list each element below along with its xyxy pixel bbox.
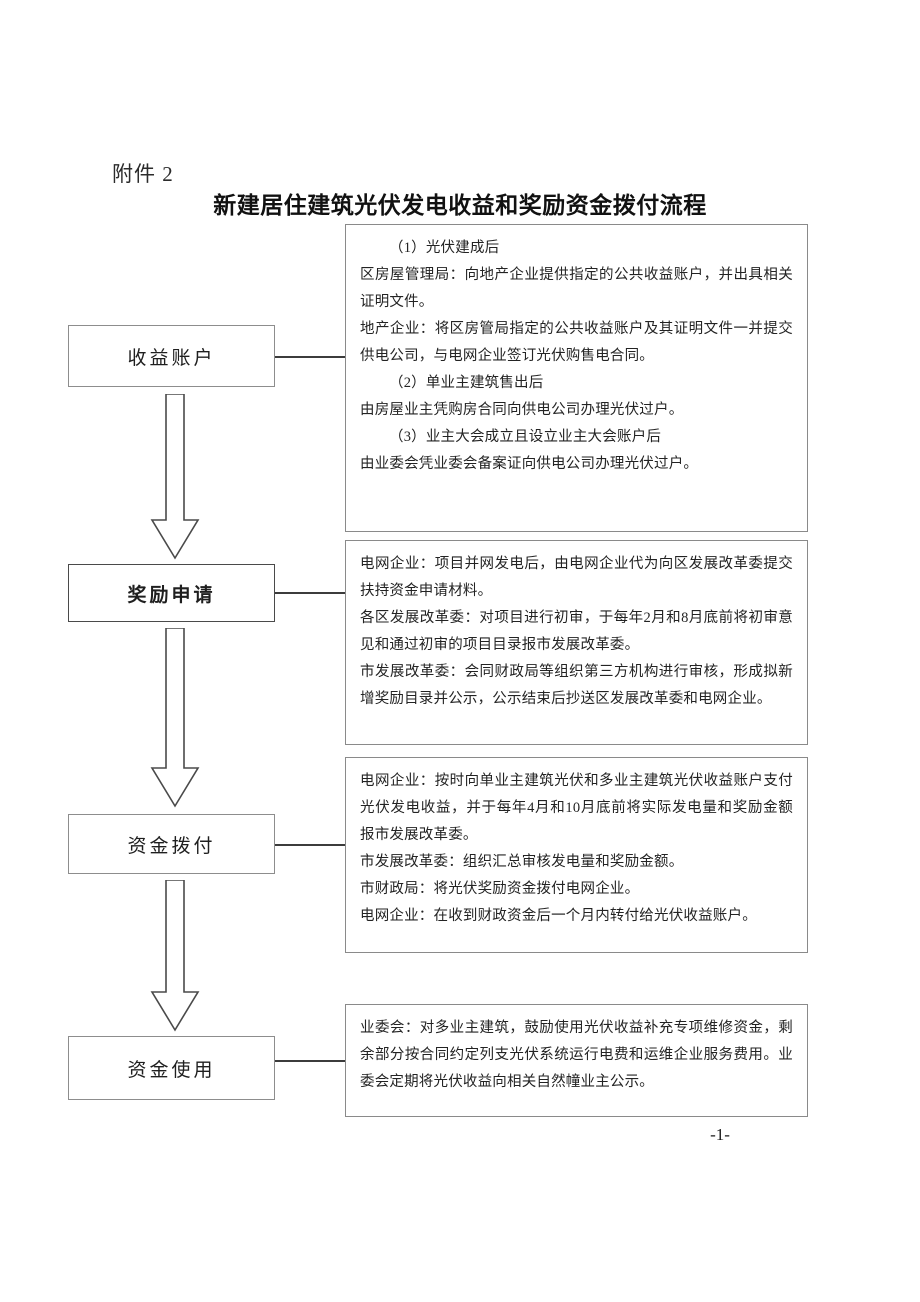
content-line: 由房屋业主凭购房合同向供电公司办理光伏过户。 [360, 402, 684, 418]
content-line: 市财政局：将光伏奖励资金拨付电网企业。 [360, 881, 640, 897]
content-line: （3）业主大会成立且设立业主大会账户后 [389, 429, 662, 445]
stage-box-fund-allocation[interactable]: 资金拨付 [68, 814, 275, 874]
flow-arrow-down-icon-1 [148, 394, 202, 560]
content-panel-award-application: 电网企业：项目并网发电后，由电网企业代为向区发展改革委提交扶持资金申请材料。 各… [345, 540, 808, 745]
page-title: 新建居住建筑光伏发电收益和奖励资金拨付流程 [213, 192, 707, 218]
connector-fund-allocation [275, 844, 345, 846]
content-panel-fund-usage: 业委会：对多业主建筑，鼓励使用光伏收益补充专项维修资金，剩余部分按合同约定列支光… [345, 1004, 808, 1117]
content-panel-revenue-account: （1）光伏建成后 区房屋管理局：向地产企业提供指定的公共收益账户，并出具相关证明… [345, 224, 808, 532]
content-line: （1）光伏建成后 [389, 240, 500, 256]
content-line: 区房屋管理局：向地产企业提供指定的公共收益账户，并出具相关证明文件。 [360, 267, 793, 310]
content-line: （2）单业主建筑售出后 [389, 375, 544, 391]
connector-fund-usage [275, 1060, 345, 1062]
stage-label: 收益账户 [127, 347, 216, 369]
content-line: 市发展改革委：组织汇总审核发电量和奖励金额。 [360, 854, 684, 870]
stage-box-fund-usage[interactable]: 资金使用 [68, 1036, 275, 1100]
content-line: 各区发展改革委：对项目进行初审，于每年2月和8月底前将初审意见和通过初审的项目目… [360, 610, 793, 653]
stage-label: 奖励申请 [127, 584, 216, 606]
connector-award-application [275, 592, 345, 594]
page-number: -1- [710, 1125, 730, 1144]
content-panel-fund-allocation: 电网企业：按时向单业主建筑光伏和多业主建筑光伏收益账户支付光伏发电收益，并于每年… [345, 757, 808, 953]
content-line: 电网企业：项目并网发电后，由电网企业代为向区发展改革委提交扶持资金申请材料。 [360, 556, 793, 599]
content-line: 地产企业：将区房管局指定的公共收益账户及其证明文件一并提交供电公司，与电网企业签… [360, 321, 793, 364]
content-line: 电网企业：在收到财政资金后一个月内转付给光伏收益账户。 [360, 908, 757, 924]
stage-box-award-application[interactable]: 奖励申请 [68, 564, 275, 622]
flow-arrow-down-icon-3 [148, 880, 202, 1032]
content-line: 业委会：对多业主建筑，鼓励使用光伏收益补充专项维修资金，剩余部分按合同约定列支光… [360, 1020, 793, 1090]
attachment-label: 附件 2 [112, 162, 174, 186]
content-line: 电网企业：按时向单业主建筑光伏和多业主建筑光伏收益账户支付光伏发电收益，并于每年… [360, 773, 793, 843]
content-line: 由业委会凭业委会备案证向供电公司办理光伏过户。 [360, 456, 699, 472]
connector-revenue-account [275, 356, 345, 358]
stage-label: 资金拨付 [127, 835, 216, 857]
stage-box-revenue-account[interactable]: 收益账户 [68, 325, 275, 387]
flow-arrow-down-icon-2 [148, 628, 202, 808]
stage-label: 资金使用 [127, 1059, 216, 1081]
content-line: 市发展改革委：会同财政局等组织第三方机构进行审核，形成拟新增奖励目录并公示，公示… [360, 664, 793, 707]
